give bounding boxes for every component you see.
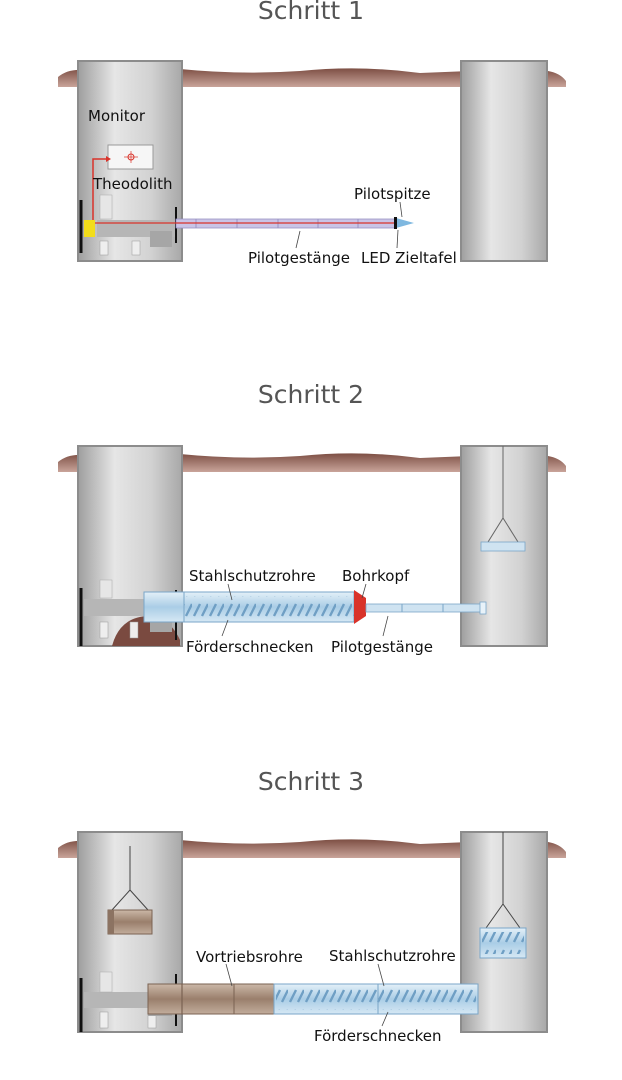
auger-flights: [276, 988, 476, 1010]
pilot-rod: [365, 603, 485, 613]
ground-surface: [58, 453, 566, 472]
label-stahlschutzrohre: Stahlschutzrohre: [329, 947, 456, 965]
monitor-icon: [107, 144, 154, 170]
theodolith-icon: [84, 220, 95, 237]
hoisted-jacking-pipe: [107, 846, 153, 935]
label-foerderschnecken: Förderschnecken: [186, 638, 314, 656]
hoisted-rod: [480, 446, 526, 552]
laser-link: [92, 158, 106, 220]
step-3-title: Schritt 3: [257, 767, 365, 796]
label-theodolith: Theodolith: [92, 175, 173, 193]
step-2-title: Schritt 2: [257, 380, 365, 409]
label-foerderschnecken: Förderschnecken: [314, 1027, 442, 1045]
ground-surface: [58, 839, 566, 858]
hoisted-casing: [479, 832, 527, 959]
label-vortriebsrohre: Vortriebsrohre: [196, 948, 303, 966]
drill-head: [354, 590, 366, 624]
target-shaft: [460, 60, 548, 262]
label-monitor: Monitor: [88, 107, 146, 125]
jacking-pipes: [147, 983, 275, 1015]
step-2-diagram: Stahlschutzrohre Bohrkopf Förderschnecke…: [58, 445, 566, 656]
auger-flights: [184, 596, 354, 618]
ground-surface: [58, 68, 566, 87]
label-bohrkopf: Bohrkopf: [342, 567, 410, 585]
label-led-zieltafel: LED Zieltafel: [361, 249, 457, 267]
label-stahlschutzrohre: Stahlschutzrohre: [189, 567, 316, 585]
label-pilotgestaenge: Pilotgestänge: [248, 249, 350, 267]
label-pilotspitze: Pilotspitze: [354, 185, 431, 203]
step-3-diagram: Vortriebsrohre Stahlschutzrohre Fördersc…: [58, 831, 566, 1045]
pilot-tip: [396, 218, 414, 228]
step-1-title: Schritt 1: [257, 0, 365, 25]
led-target: [394, 217, 397, 229]
label-pilotgestaenge: Pilotgestänge: [331, 638, 433, 656]
step-1-diagram: Monitor Theodolith Pilotspitze Pilotgest…: [58, 60, 566, 267]
